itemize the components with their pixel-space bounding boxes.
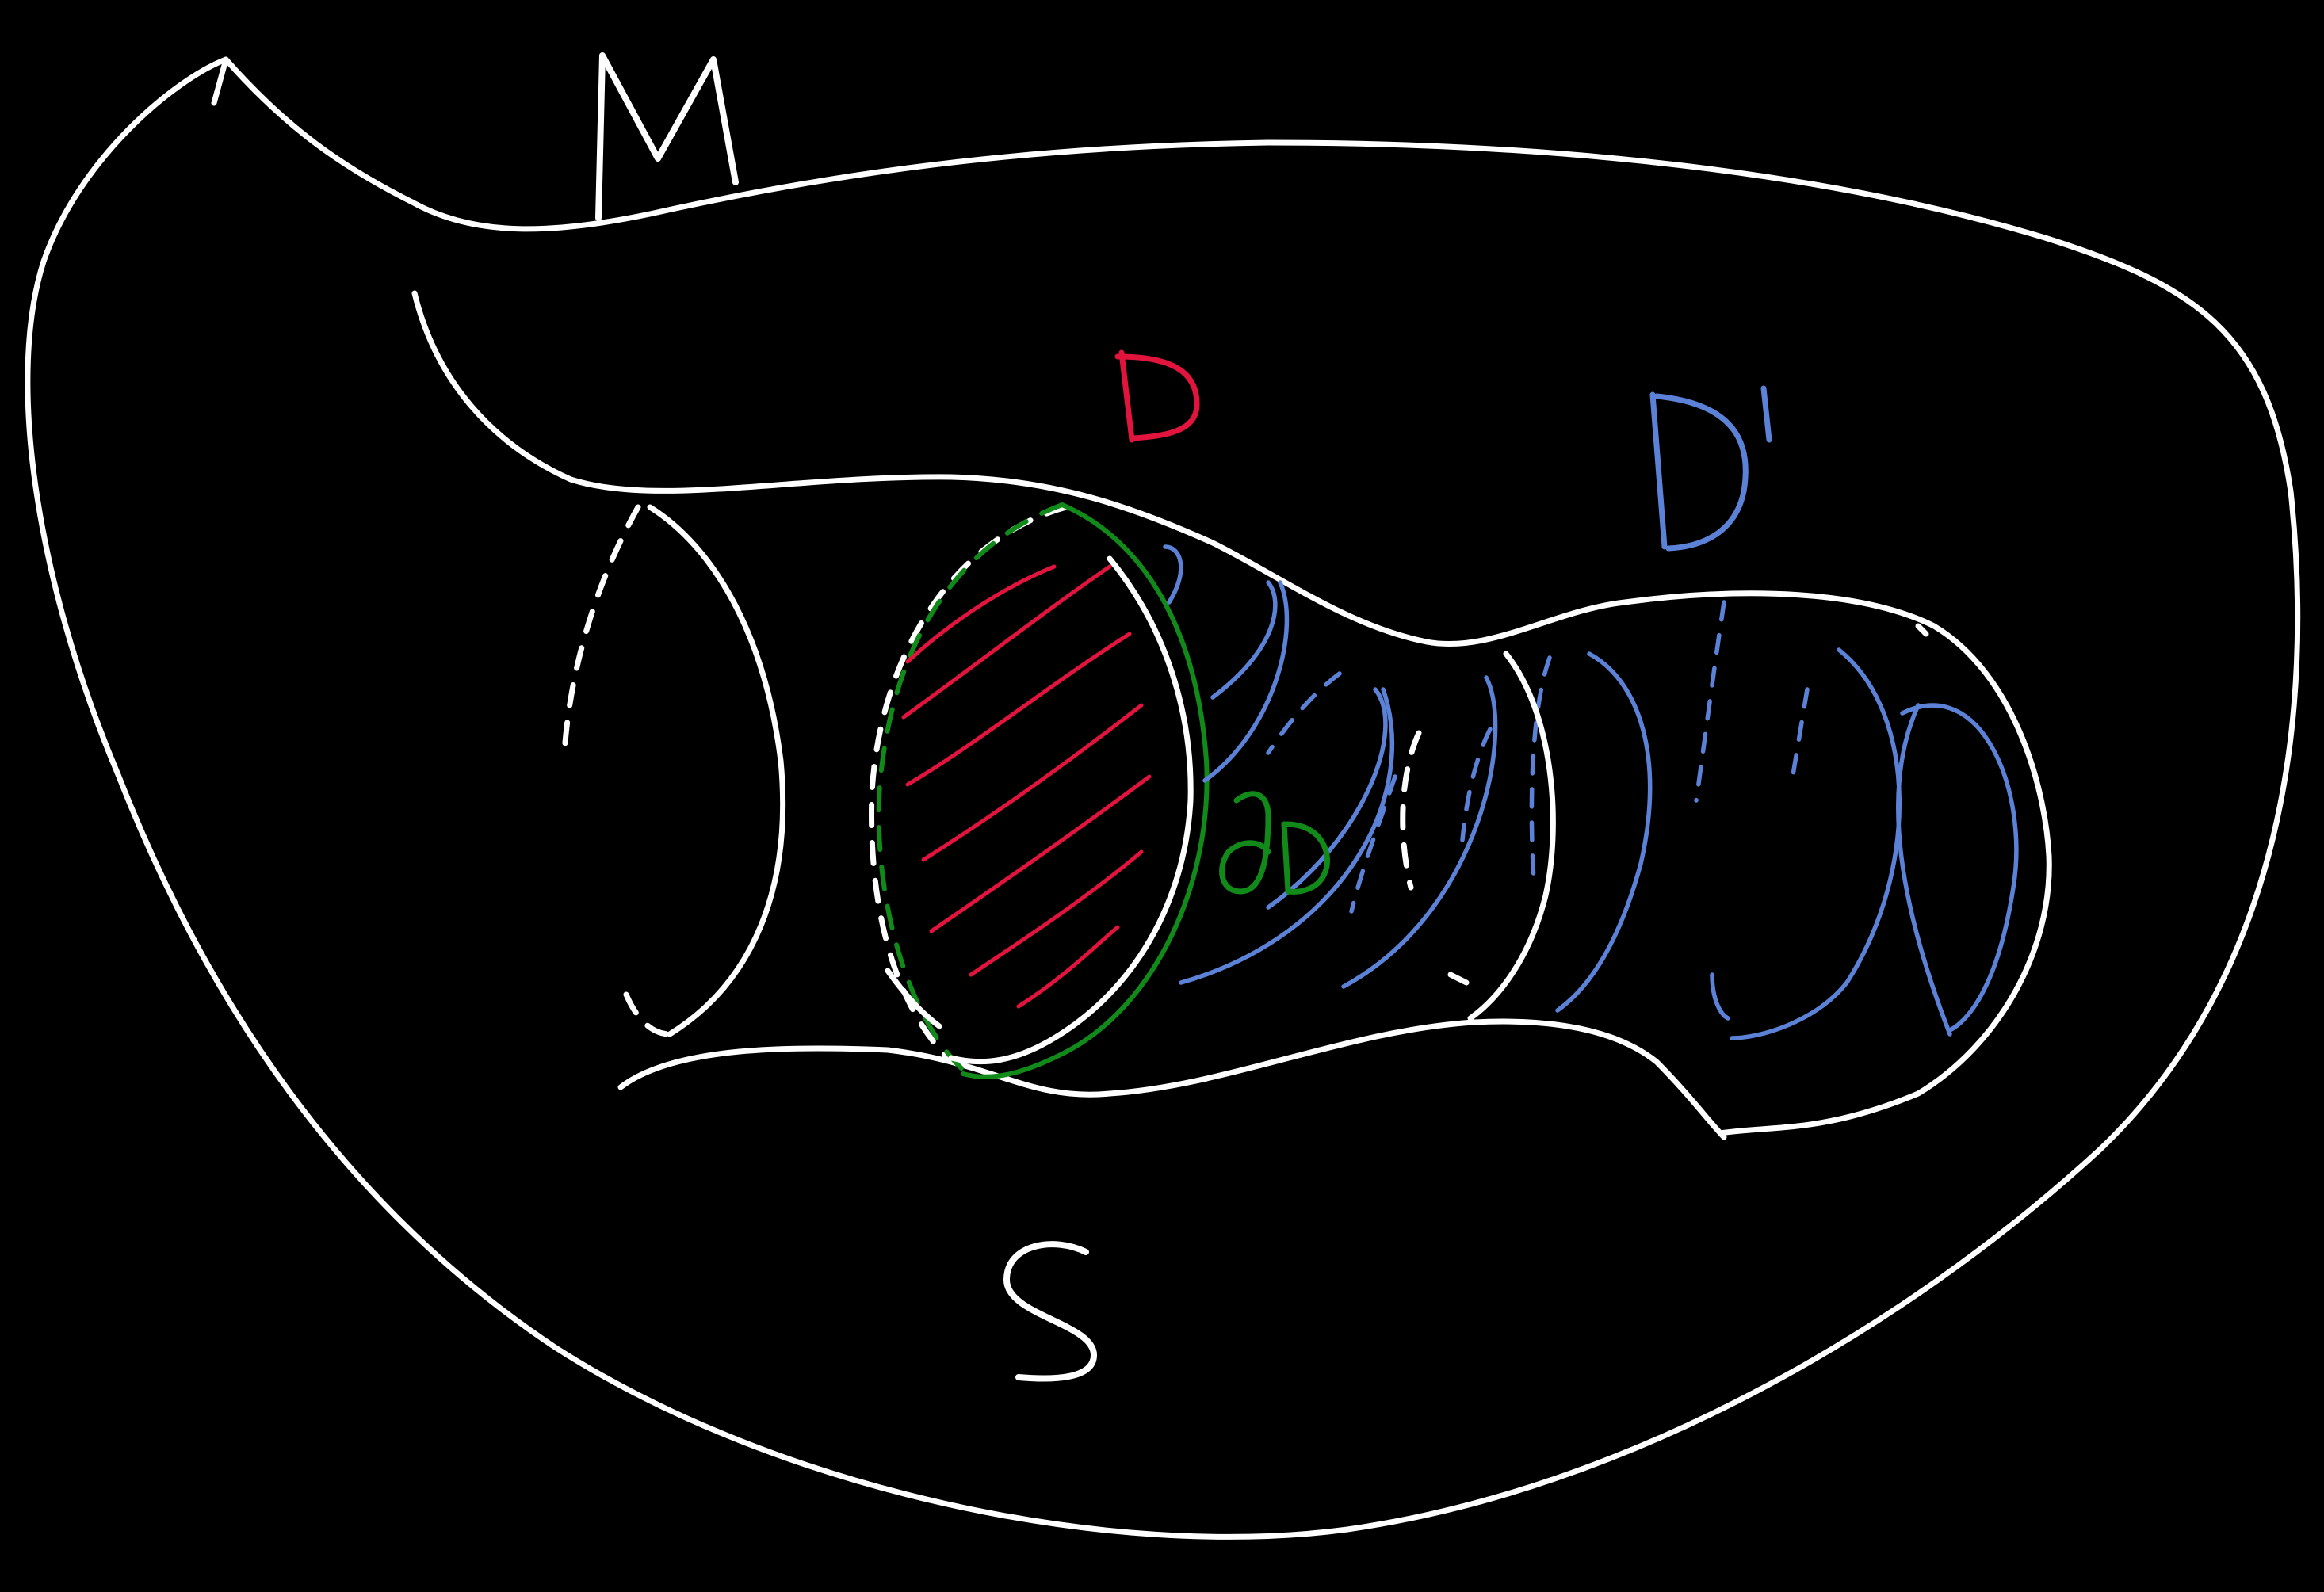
neck-dot xyxy=(1451,975,1466,983)
dprime-curve-17-dashed xyxy=(1791,689,1807,785)
d-prime-region xyxy=(1165,547,2016,1038)
label-manifold-text: M xyxy=(670,136,677,145)
dprime-curve-12-dashed xyxy=(1696,602,1724,800)
neck-seam-back xyxy=(1403,733,1419,888)
label-boundary-green xyxy=(1222,794,1328,892)
surface-bottom-edge xyxy=(621,1021,1724,1137)
dprime-stem xyxy=(1653,395,1665,547)
dprime-curve-4-dashed xyxy=(1268,674,1340,753)
dprime-curve-11 xyxy=(1558,654,1650,1010)
neck-seam xyxy=(1470,654,1553,1018)
m-glyph xyxy=(598,55,736,218)
boundary-d-stem xyxy=(1284,824,1288,891)
dprime-curve-8 xyxy=(1344,678,1496,987)
hatch-line-6 xyxy=(971,852,1141,975)
dprime-curve-13 xyxy=(1732,650,1899,1038)
label-surface-text: S xyxy=(1050,1309,1055,1318)
dprime-curve-2 xyxy=(1213,582,1275,697)
label-disk-text: D xyxy=(1157,390,1164,399)
label-manifold xyxy=(598,55,736,218)
manifold-outline xyxy=(28,59,2298,1537)
dprime-mark xyxy=(1764,388,1769,440)
hatch-line-5 xyxy=(931,777,1149,931)
disk-front-edge xyxy=(951,559,1191,1062)
left-opening-back xyxy=(564,507,638,753)
label-disk-prime-text: D' xyxy=(1704,469,1712,478)
right-end-tick xyxy=(1918,626,1926,634)
surface-top-edge xyxy=(415,293,2049,1133)
label-d-prime-blue xyxy=(1653,388,1769,548)
dprime-curve-7-dashed xyxy=(1351,777,1395,911)
dprime-curve-1 xyxy=(1165,547,1181,602)
hatch-line-7 xyxy=(1019,927,1118,1006)
d-stem xyxy=(1122,353,1132,440)
left-opening-front xyxy=(650,507,783,1034)
hatch-line-4 xyxy=(923,705,1141,860)
disk-hatching xyxy=(904,567,1149,1006)
left-opening-back-lower xyxy=(626,995,670,1034)
label-boundary-text: ∂D xyxy=(1276,842,1286,850)
boundary-front xyxy=(963,505,1207,1077)
dprime-curve-14 xyxy=(1712,975,1728,1018)
partial-symbol xyxy=(1222,794,1268,891)
dprime-bowl xyxy=(1657,396,1745,548)
dprime-curve-15 xyxy=(1902,705,2016,1030)
hatch-line-3 xyxy=(908,634,1130,785)
dprime-curve-16 xyxy=(1898,705,1950,1034)
